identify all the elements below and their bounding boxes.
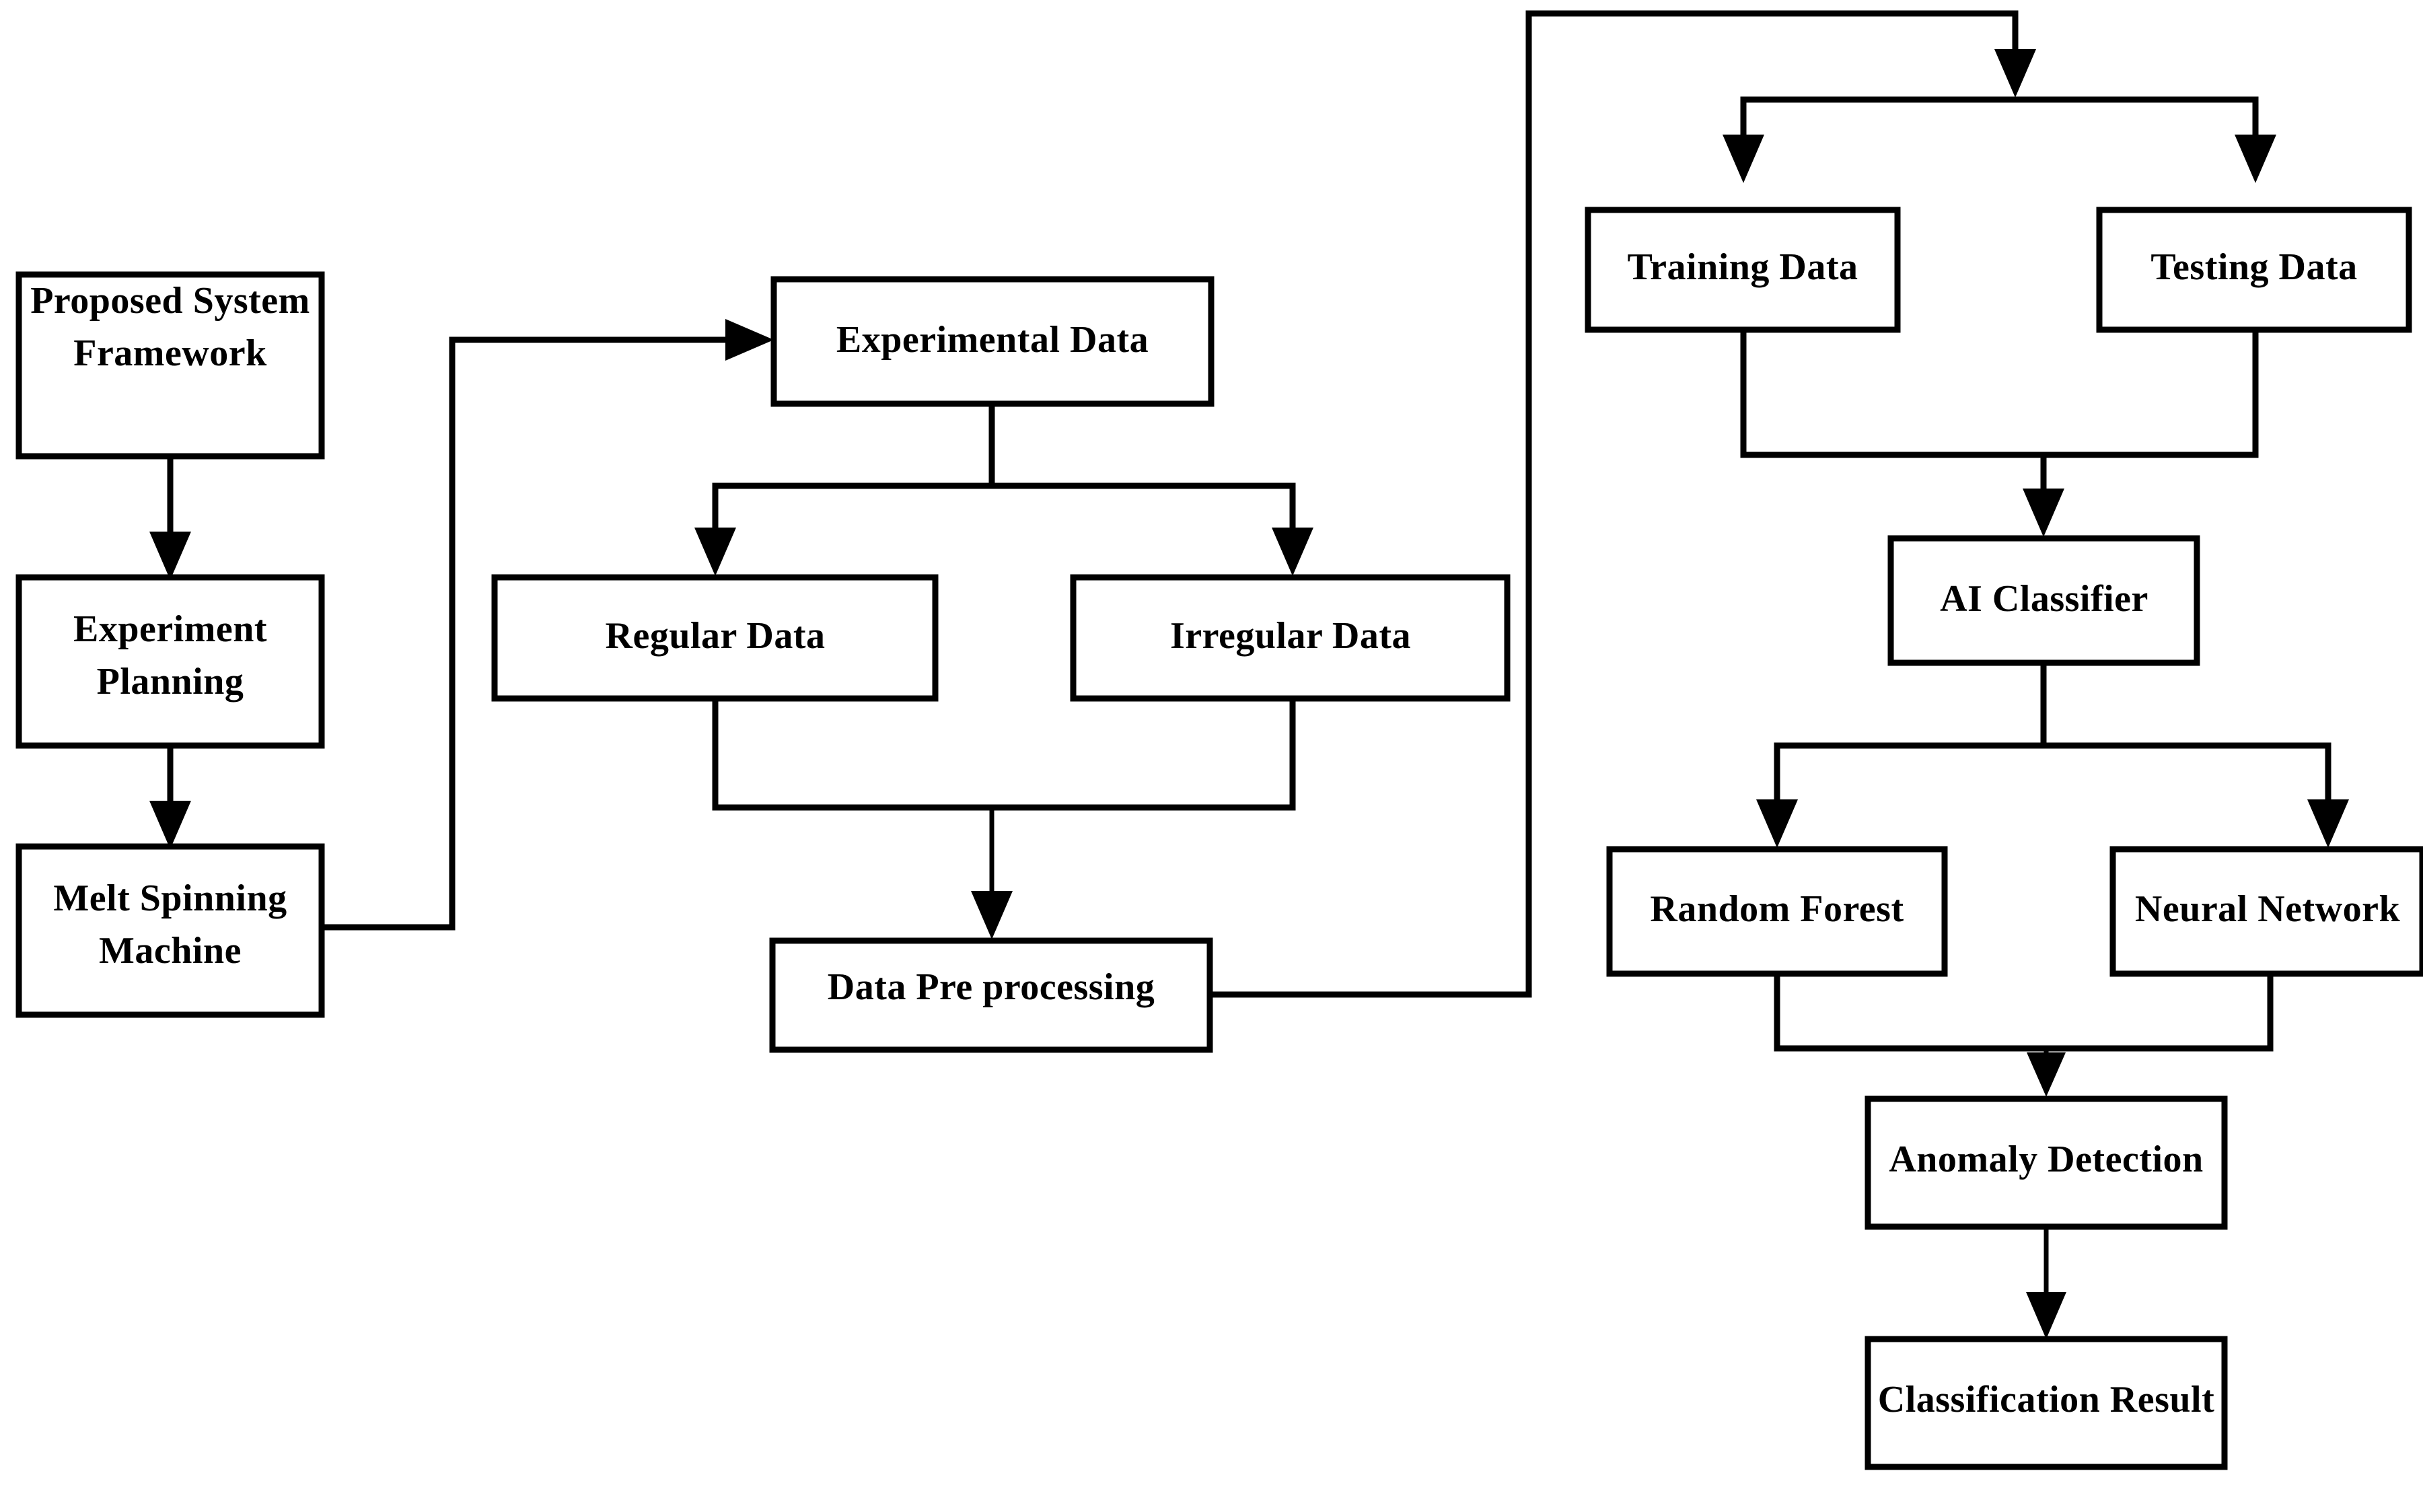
node-testing-data[interactable]: Testing Data [2096,207,2412,333]
node-anomaly-detection[interactable]: Anomaly Detection [1865,1095,2228,1230]
node-label-line1: Testing Data [2150,246,2357,288]
node-box[interactable] [1585,207,1901,333]
node-box[interactable] [491,574,939,702]
edge-line [1740,330,2259,458]
edge-melt-to-experimental [322,319,774,931]
node-label-line1: Irregular Data [1170,615,1411,657]
node-label-line1: Training Data [1627,246,1858,288]
arrow-head-icon [149,801,191,849]
edge-preprocessing-to-split [1210,10,2036,998]
edge-line [992,482,1296,550]
edge-classifier-to-random-forest [1756,663,2047,848]
node-label-line1: Neural Network [2135,888,2401,930]
node-label-line1: Anomaly Detection [1889,1139,2203,1180]
edge-regular-to-merge [712,698,1296,811]
node-box[interactable] [2109,846,2423,977]
node-random-forest[interactable]: Random Forest [1606,846,1948,977]
arrow-head-icon [2026,1292,2066,1339]
node-label-line1: Melt Spinning [53,877,287,919]
arrow-head-icon [694,528,736,576]
node-box[interactable] [15,271,325,460]
edge-training-testing-merge [1740,330,2259,458]
edge-line [712,404,995,550]
node-box[interactable] [15,843,325,1018]
arrow-head-icon [725,319,774,361]
node-label-line1: Regular Data [606,615,826,657]
node-data-pre-processing[interactable]: Data Pre processing [769,937,1213,1053]
node-box[interactable] [1887,535,2200,666]
arrow-head-icon [1756,799,1798,848]
edge-models-to-merge [1774,974,2274,1052]
arrow-head-icon [1723,135,1764,183]
arrow-head-icon [149,532,191,580]
arrow-head-icon [2307,799,2349,848]
arrow-head-icon [2235,135,2276,183]
arrow-head-icon [971,891,1013,939]
node-neural-network[interactable]: Neural Network [2109,846,2423,977]
edge-line [1740,96,2015,158]
node-regular-data[interactable]: Regular Data [491,574,939,702]
node-irregular-data[interactable]: Irregular Data [1070,574,1511,702]
edge-line [322,336,747,931]
node-label-line1: Proposed System [30,280,310,322]
edge-split-to-training [1723,96,2015,183]
edge-planning-to-melt [149,746,191,849]
edge-experimental-to-regular [694,404,995,576]
node-label-line2: Machine [99,930,242,972]
arrow-head-icon [2023,489,2064,537]
node-proposed-system-framework[interactable]: Proposed System Framework [15,271,325,460]
node-box[interactable] [15,574,325,749]
node-ai-classifier[interactable]: AI Classifier [1887,535,2200,666]
edge-classifier-to-neural-network [2044,742,2349,848]
node-box[interactable] [770,276,1215,407]
node-layer: Proposed System Framework Experiment Pla… [15,207,2423,1470]
node-box[interactable] [2096,207,2412,333]
node-label-line1: Experiment [73,608,267,650]
edge-experimental-to-irregular [992,482,1313,576]
edge-line [1774,663,2047,822]
edge-anomaly-to-result [2026,1227,2066,1339]
edge-framework-to-planning [149,456,191,580]
edge-line [1774,974,2274,1052]
node-label-line1: Classification Result [1878,1379,2215,1420]
node-label-line2: Framework [73,332,267,374]
edge-merge-to-anomaly [2027,1048,2066,1097]
node-training-data[interactable]: Training Data [1585,207,1901,333]
arrow-head-icon [1994,49,2036,98]
edge-split-to-testing [2015,96,2276,183]
node-label-line1: Data Pre processing [828,966,1155,1008]
node-melt-spinning-machine[interactable]: Melt Spinning Machine [15,843,325,1018]
edge-layer [149,10,2349,1339]
node-box[interactable] [1070,574,1511,702]
node-box[interactable] [1606,846,1948,977]
node-box[interactable] [769,937,1213,1053]
edge-merge-to-preprocessing [971,807,1013,939]
edge-line [712,698,1296,811]
edge-line [1210,10,2019,998]
edge-line [2044,742,2331,822]
node-box[interactable] [1865,1336,2228,1470]
node-experimental-data[interactable]: Experimental Data [770,276,1215,407]
arrow-head-icon [1272,528,1313,576]
node-box[interactable] [1865,1095,2228,1230]
edge-line [2015,96,2259,158]
node-label-line1: AI Classifier [1940,578,2148,620]
node-label-line1: Random Forest [1650,888,1904,930]
node-label-line2: Planning [97,661,244,703]
node-classification-result[interactable]: Classification Result [1865,1336,2228,1470]
node-label-line1: Experimental Data [836,319,1149,361]
edge-merge-to-ai-classifier [2023,455,2064,537]
node-experiment-planning[interactable]: Experiment Planning [15,574,325,749]
arrow-head-icon [2027,1052,2066,1097]
